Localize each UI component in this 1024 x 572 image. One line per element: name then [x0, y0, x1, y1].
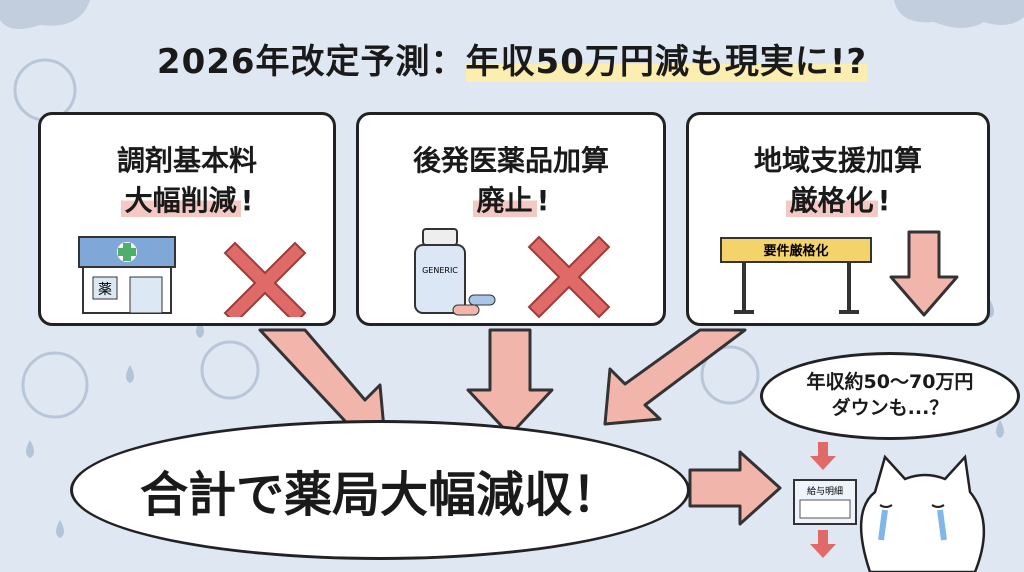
pharmacy-icon: 薬	[78, 236, 307, 317]
barrier-label: 要件厳格化	[763, 243, 828, 259]
exclamation: !	[536, 184, 550, 217]
pharmacy-sign: 薬	[98, 282, 112, 298]
speech-bubble: 年収約50〜70万円 ダウンも...？	[760, 352, 1020, 440]
bottle-label: GENERIC	[422, 266, 458, 275]
speech-line2: ダウンも...？	[831, 397, 949, 419]
cross-icon	[527, 235, 611, 319]
panel-dispensing-fee: 調剤基本料 大幅削減! 薬	[38, 112, 336, 326]
exclamation: !	[877, 184, 891, 217]
panel-subheading: 大幅削減!	[41, 179, 333, 219]
panel-heading: 地域支援加算	[753, 144, 922, 177]
panel-regional-support: 地域支援加算 厳格化! 要件厳格化	[686, 112, 990, 326]
panel-subheading: 厳格化!	[689, 179, 987, 219]
down-arrow-icon	[810, 442, 836, 470]
down-arrow-icon	[889, 230, 959, 317]
payslip-label: 給与明細	[807, 485, 843, 497]
arrow-middle	[466, 328, 554, 437]
page-title: 2026年改定予測：年収50万円減も現実に!?	[0, 34, 1024, 83]
crying-cat-icon: 給与明細	[793, 442, 986, 572]
title-prefix: 2026年改定予測：	[156, 42, 466, 82]
speech-line1: 年収約50〜70万円	[806, 371, 974, 393]
panel-generic-addition: 後発医薬品加算 廃止! GENERIC	[356, 112, 666, 326]
exclamation: !	[240, 184, 254, 217]
panel-heading: 後発医薬品加算	[412, 144, 609, 177]
arrow-right	[603, 328, 747, 426]
cloud-icon	[0, 0, 90, 29]
down-arrow-icon	[810, 530, 836, 558]
barrier-icon: 要件厳格化	[720, 230, 959, 317]
panel-heading: 調剤基本料	[116, 144, 257, 177]
panel-subheading: 廃止!	[359, 179, 663, 219]
medicine-bottle-icon: GENERIC	[414, 228, 611, 319]
panel-subheading-text: 廃止	[472, 184, 537, 217]
result-text: 合計で薬局大幅減収！	[139, 467, 620, 523]
title-highlight: 年収50万円減も現実に!?	[465, 42, 868, 82]
result-bubble: 合計で薬局大幅減収！	[70, 420, 690, 560]
flow-arrows	[258, 328, 782, 526]
panel-subheading-text: 大幅削減	[120, 184, 241, 217]
arrow-to-cat	[688, 450, 782, 526]
cross-icon	[223, 241, 307, 317]
cloud-icon	[894, 0, 1024, 28]
panel-subheading-text: 厳格化	[785, 184, 878, 217]
